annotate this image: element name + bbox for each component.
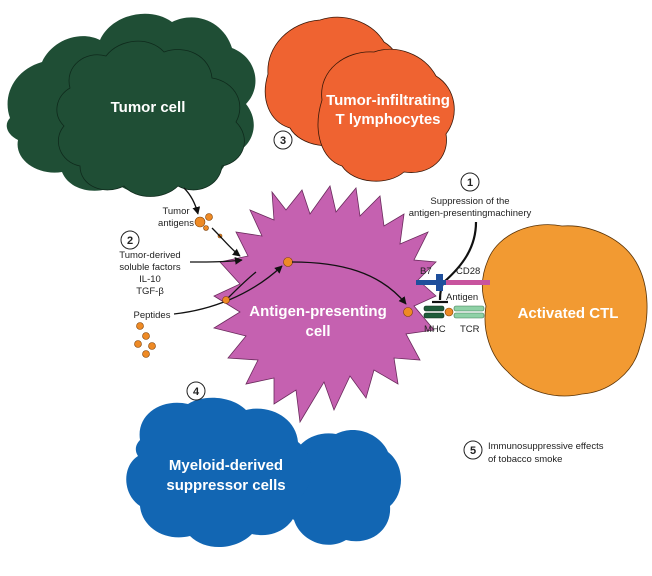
marker-5-circle: [463, 440, 483, 460]
tcr-label: TCR: [460, 324, 480, 335]
tumor-to-antigen-arrow: [183, 187, 201, 215]
b7-molecule: [416, 280, 446, 285]
ctl-label: Activated CTL: [518, 305, 619, 322]
presented-antigen: [444, 307, 454, 317]
ctl-cell: [482, 224, 648, 397]
marker-2: 2: [127, 235, 133, 247]
suppression-inhibition-line: [438, 221, 478, 301]
marker-4-circle: [186, 381, 206, 401]
internalized-antigen: [283, 257, 293, 267]
mhc-molecule: [423, 305, 445, 319]
soluble-label-line1: Tumor-derived: [119, 250, 180, 261]
til-cell-front: [317, 48, 455, 182]
cd28-molecule: [446, 280, 490, 285]
cd28-label: CD28: [456, 266, 480, 277]
soluble-factor-arrow: [189, 256, 243, 265]
peptide-dots: [134, 296, 230, 358]
antigen-to-apc-arrow: [211, 227, 241, 257]
mhc-label: MHC: [424, 324, 446, 335]
mdsc-label-line2: suppressor cells: [166, 477, 285, 494]
marker-3: 3: [280, 135, 286, 147]
tumor-antigens-label-line2: antigens: [158, 218, 194, 229]
tumor-antigens-label-line1: Tumor: [162, 206, 189, 217]
marker-1-circle: [460, 172, 480, 192]
il10-label: IL-10: [139, 274, 161, 285]
apc-label-line2: cell: [305, 323, 330, 340]
til-label-line1: Tumor-infiltrating: [326, 92, 450, 109]
marker-4: 4: [193, 386, 200, 398]
antigen-processing-arrow: [291, 261, 407, 305]
tobacco-label-line1: Immunosuppressive effects: [488, 441, 604, 452]
peptides-branch-line: [227, 271, 257, 299]
marker-3-circle: [273, 130, 293, 150]
marker-1: 1: [467, 177, 473, 189]
tgfb-label: TGF-β: [136, 286, 164, 297]
mdsc-cell-front: [126, 397, 312, 548]
suppression-label-line2: antigen-presentingmachinery: [409, 208, 532, 219]
marker-5: 5: [470, 445, 476, 457]
marker-2-circle: [120, 230, 140, 250]
mdsc-cell-back: [281, 430, 401, 545]
peptides-label: Peptides: [134, 310, 171, 321]
b7-molecule-head: [436, 274, 443, 291]
antigen-label: Antigen: [446, 292, 478, 303]
tumor-cell-label: Tumor cell: [111, 99, 186, 116]
tcr-molecule: [453, 305, 485, 319]
apc-cell: [212, 185, 437, 424]
mdsc-label-line1: Myeloid-derived: [169, 457, 283, 474]
b7-label: B7: [420, 266, 432, 277]
processed-antigen: [403, 307, 413, 317]
til-label-line2: T lymphocytes: [335, 111, 440, 128]
tumor-cell-front: [56, 40, 245, 197]
suppression-label-line1: Suppression of the: [430, 196, 509, 207]
soluble-label-line2: soluble factors: [119, 262, 181, 273]
apc-label-line1: Antigen-presenting: [249, 303, 387, 320]
tobacco-label-line2: of tobacco smoke: [488, 454, 562, 465]
